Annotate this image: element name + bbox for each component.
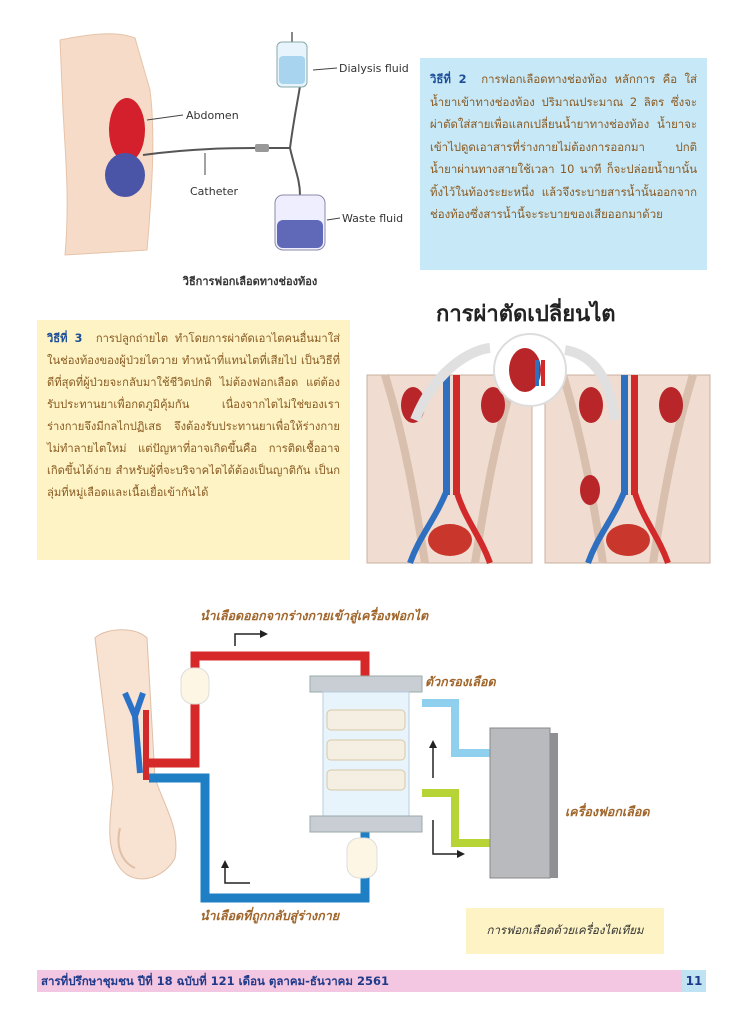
filter-disc-2 <box>326 739 406 761</box>
peritoneal-dialysis-illustration: Abdomen Catheter Dialysis fluid Waste fl… <box>59 32 409 256</box>
catheter-label: Catheter <box>190 185 239 198</box>
flow-arrow-3 <box>432 820 457 855</box>
method-2-text: การฟอกเลือดทางช่องท้อง หลักการ คือ ใส่น้… <box>430 72 697 221</box>
bladder-right <box>606 524 650 556</box>
flow-arrow-4 <box>224 868 250 884</box>
donor-kidney-icon <box>509 348 541 392</box>
flow-arrow-1 <box>234 633 260 646</box>
hemodialysis-caption: การฟอกเลือดด้วยเครื่องไตเทียม <box>466 908 664 954</box>
filter-disc-1 <box>326 709 406 731</box>
filter-disc-3 <box>326 769 406 791</box>
method-3-box: วิธีที่ 3 การปลูกถ่ายไต ทำโดยการผ่าตัดเอ… <box>37 320 350 560</box>
filter-label: ตัวกรองเลือด <box>425 674 496 689</box>
dialysate-line <box>422 699 490 757</box>
footer-bar: สารที่ปรึกษาชุมชน ปีที่ 18 ฉบับที่ 121 เ… <box>37 970 682 992</box>
blood-out-label: นำเลือดออกจากร่างกายเข้าสู่เครื่องฟอกไต <box>200 606 429 624</box>
dialysis-machine <box>489 727 551 879</box>
method-3-text: การปลูกถ่ายไต ทำโดยการผ่าตัดเอาไตคนอื่นม… <box>47 332 340 499</box>
waste-fluid-label: Waste fluid <box>342 212 403 225</box>
method-2-box: วิธีที่ 2 การฟอกเลือดทางช่องท้อง หลักการ… <box>420 58 707 270</box>
blood-return-label: นำเลือดที่ถูกกลับสู่ร่างกาย <box>200 906 341 924</box>
abdomen-label: Abdomen <box>186 109 239 122</box>
pump-bottom <box>346 837 378 879</box>
method-2-label: วิธีที่ 2 <box>430 72 467 86</box>
pump-top <box>180 667 210 705</box>
page-number: 11 <box>682 970 706 992</box>
transfer-arrow-in <box>410 343 491 422</box>
blood-out-line <box>149 651 370 768</box>
kidney-transplant-illustration <box>366 333 711 565</box>
abdomen-blue <box>105 153 145 197</box>
method-3-label: วิธีที่ 3 <box>47 332 83 345</box>
catheter-to-waste <box>289 147 301 196</box>
new-kidney <box>580 475 600 505</box>
bladder-left <box>428 524 472 556</box>
filter-top-cap <box>309 675 423 693</box>
catheter-connector <box>255 144 269 152</box>
transplant-title: การผ่าตัดเปลี่ยนไต <box>436 302 616 327</box>
dialysis-fluid-label: Dialysis fluid <box>339 62 409 75</box>
machine-label: เครื่องฟอกเลือด <box>565 802 650 819</box>
transfer-arrow-out <box>563 345 620 421</box>
catheter-to-bag <box>289 84 301 149</box>
peritoneal-caption: วิธีการฟอกเลือดทางช่องท้อง <box>182 275 318 288</box>
torso-shape <box>59 33 154 256</box>
arm-artery <box>143 710 149 780</box>
waste-dialysate-line <box>422 789 490 847</box>
hemodialysis-diagram: นำเลือดออกจากร่างกายเข้าสู่เครื่องฟอกไต … <box>94 606 650 924</box>
kidney-right-panel <box>579 387 603 423</box>
abdomen-red <box>109 98 145 162</box>
filter-bottom-cap <box>309 815 423 833</box>
